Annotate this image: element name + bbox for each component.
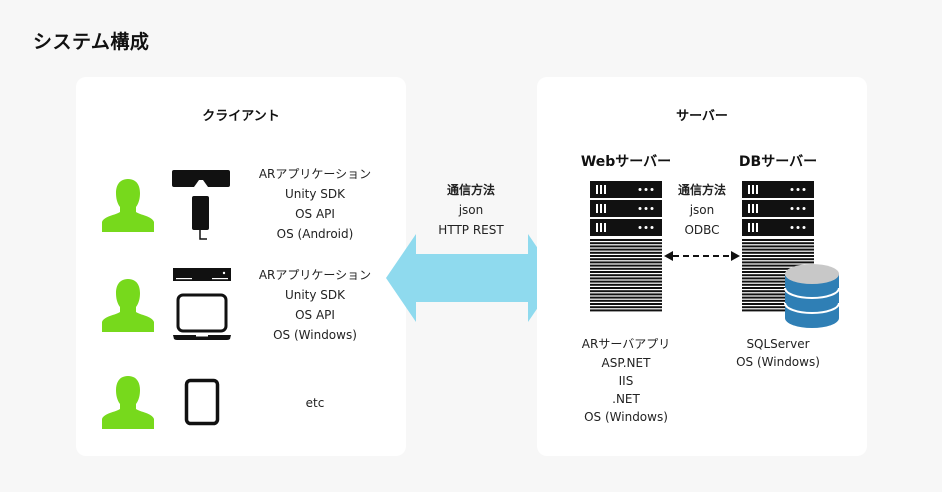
dashed-bidirectional-arrow-icon [664, 251, 740, 261]
client-row-2-stack: ARアプリケーション Unity SDK OS API OS (Windows) [245, 265, 385, 345]
stack-line: OS (Windows) [273, 328, 357, 342]
client-server-link-label: 通信方法 json HTTP REST [416, 180, 526, 240]
db-server-stack: SQLServer OS (Windows) [718, 334, 838, 370]
stack-line: Unity SDK [284, 288, 346, 302]
stack-line: SQLServer [746, 337, 810, 351]
user-icon [102, 179, 154, 232]
stack-line: OS (Windows) [584, 410, 668, 424]
stack-line: OS (Android) [276, 227, 354, 241]
tablet-icon [184, 378, 220, 426]
user-icon [102, 376, 154, 429]
bidirectional-arrow-icon [386, 234, 558, 322]
link-line: ODBC [684, 223, 720, 237]
stack-line: ASP.NET [601, 356, 651, 370]
client-panel-title: クライアント [202, 109, 280, 124]
link-line: HTTP REST [438, 223, 504, 237]
client-row-1-stack: ARアプリケーション Unity SDK OS API OS (Android) [245, 164, 385, 244]
web-server-title: Webサーバー [580, 154, 672, 170]
database-icon [784, 264, 840, 328]
stack-line: ARサーバアプリ [581, 337, 671, 351]
link-heading: 通信方法 [446, 183, 495, 197]
stack-line: ARアプリケーション [258, 268, 372, 282]
stack-line: etc [305, 396, 325, 410]
stack-line: IIS [618, 374, 634, 388]
db-server-rack-icon [742, 181, 814, 312]
link-line: json [689, 203, 715, 217]
stack-line: OS API [295, 308, 335, 322]
page-title: システム構成 [33, 31, 150, 53]
server-panel-title: サーバー [676, 109, 728, 124]
stack-line: OS API [295, 207, 335, 221]
stack-line: .NET [612, 392, 640, 406]
web-server-icon [590, 181, 662, 312]
link-line: json [458, 203, 484, 217]
link-heading: 通信方法 [677, 183, 726, 197]
user-icon [102, 279, 154, 332]
stack-line: ARアプリケーション [258, 167, 372, 181]
stack-line: Unity SDK [284, 187, 346, 201]
db-server-title: DBサーバー [738, 154, 818, 170]
stack-line: OS (Windows) [736, 355, 820, 369]
web-db-link-label: 通信方法 json ODBC [662, 180, 742, 240]
client-row-3-stack: etc [245, 393, 385, 413]
web-server-stack: ARサーバアプリ ASP.NET IIS .NET OS (Windows) [566, 334, 686, 426]
kinect-laptop-icon [173, 268, 231, 340]
ar-glasses-smartphone-icon [172, 170, 230, 240]
